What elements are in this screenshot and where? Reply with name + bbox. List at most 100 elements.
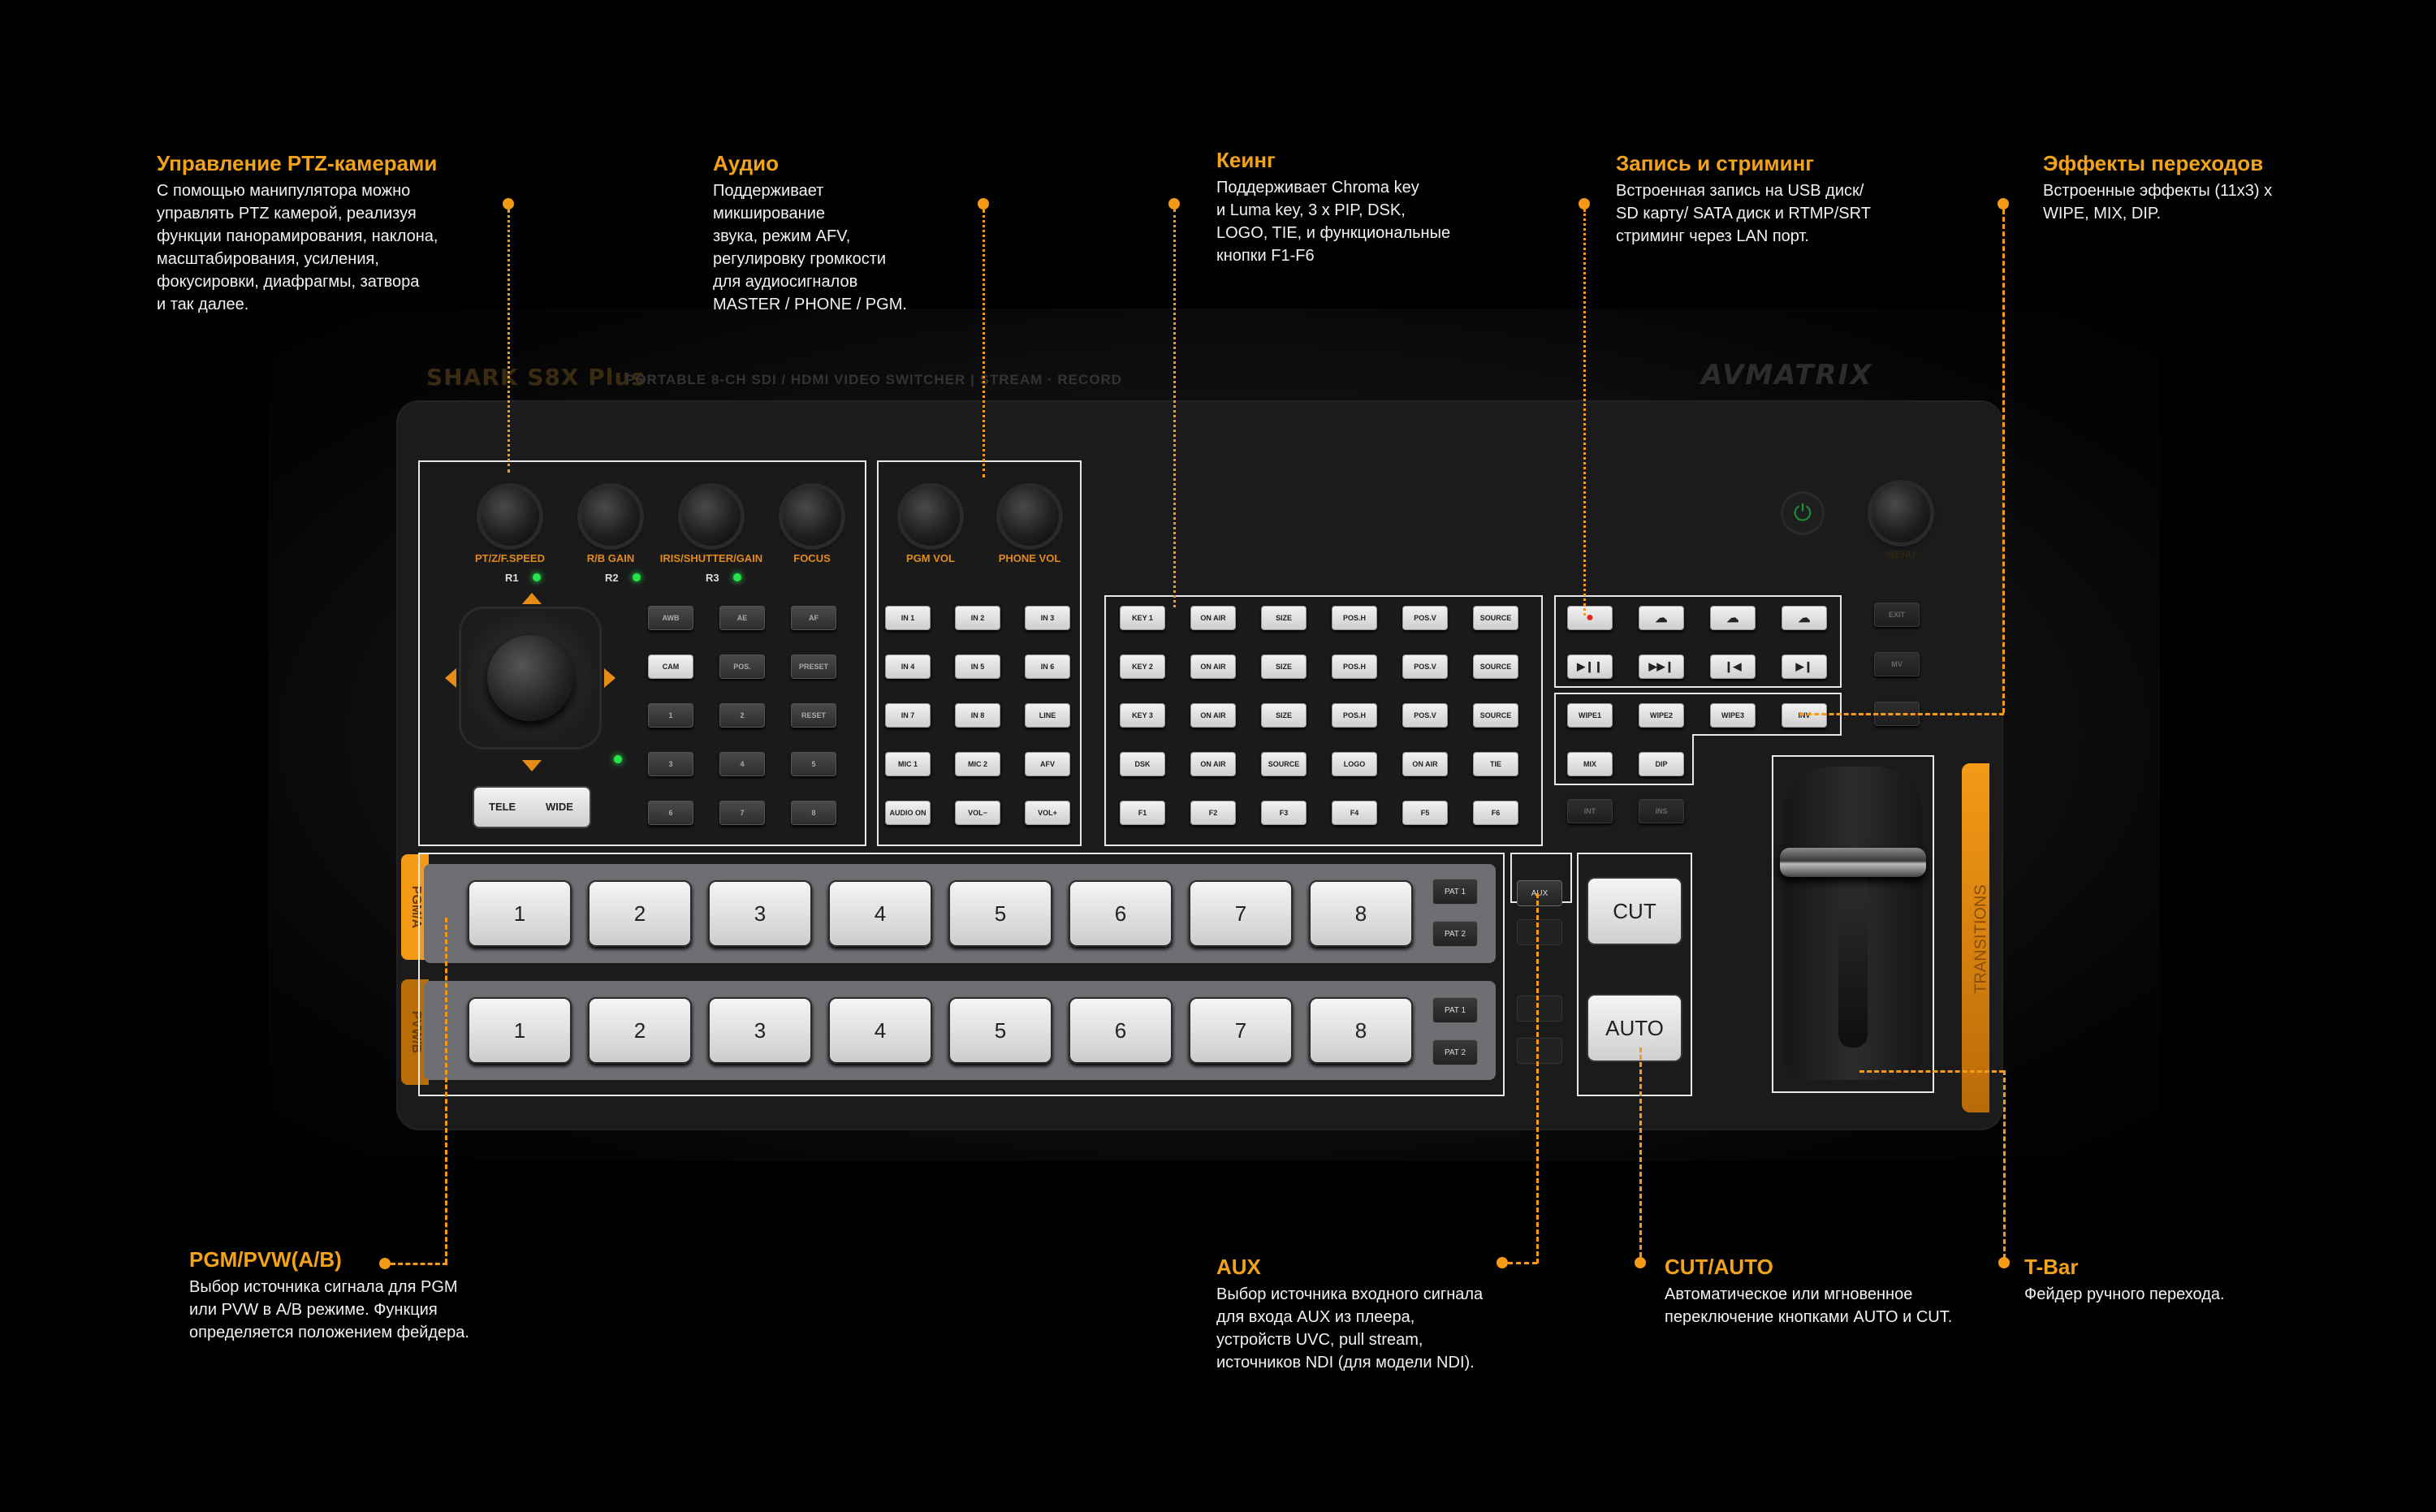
key2-button[interactable]: KEY 2: [1120, 654, 1165, 679]
pgm-input-6-button[interactable]: 6: [1069, 880, 1173, 947]
iris-knob[interactable]: [682, 487, 741, 546]
dsk-button[interactable]: DSK: [1120, 752, 1165, 776]
cloud-upload-icon[interactable]: ☁: [1639, 606, 1684, 630]
focus-knob[interactable]: [783, 487, 841, 546]
key1-source-button[interactable]: SOURCE: [1473, 606, 1518, 630]
ins-button[interactable]: INS: [1639, 799, 1684, 823]
preset-2-button[interactable]: 2: [719, 703, 765, 728]
fast-forward-icon[interactable]: ▶▶❙: [1639, 654, 1684, 679]
audio-line-button[interactable]: LINE: [1025, 703, 1070, 728]
pgm-pat2-button[interactable]: PAT 2: [1432, 921, 1478, 947]
pvw-input-2-button[interactable]: 2: [588, 997, 692, 1064]
tbar-handle[interactable]: [1780, 848, 1926, 877]
preset-3-button[interactable]: 3: [648, 752, 693, 776]
key2-posh-button[interactable]: POS.H: [1332, 654, 1377, 679]
key2-source-button[interactable]: SOURCE: [1473, 654, 1518, 679]
pgm-input-8-button[interactable]: 8: [1309, 880, 1413, 947]
audio-in3-button[interactable]: IN 3: [1025, 606, 1070, 630]
cam-button[interactable]: CAM: [648, 654, 693, 679]
power-icon[interactable]: ⏻: [1783, 494, 1822, 533]
wipe2-button[interactable]: WIPE2: [1639, 703, 1684, 728]
joystick-cap[interactable]: [487, 635, 573, 721]
preset-6-button[interactable]: 6: [648, 801, 693, 825]
menu-knob[interactable]: [1872, 484, 1930, 542]
afv-button[interactable]: AFV: [1025, 752, 1070, 776]
cloud-upload-icon[interactable]: ☁: [1710, 606, 1756, 630]
preset-5-button[interactable]: 5: [791, 752, 836, 776]
logo-button[interactable]: LOGO: [1332, 752, 1377, 776]
pvw-input-4-button[interactable]: 4: [828, 997, 932, 1064]
preset-7-button[interactable]: 7: [719, 801, 765, 825]
key3-size-button[interactable]: SIZE: [1261, 703, 1307, 728]
audio-in8-button[interactable]: IN 8: [955, 703, 1000, 728]
pvw-input-1-button[interactable]: 1: [468, 997, 572, 1064]
pvw-input-6-button[interactable]: 6: [1069, 997, 1173, 1064]
int-button[interactable]: INT: [1567, 799, 1613, 823]
cloud-upload-icon[interactable]: ☁: [1782, 606, 1827, 630]
pgm-input-2-button[interactable]: 2: [588, 880, 692, 947]
mv-button[interactable]: MV: [1874, 652, 1920, 676]
audio-in4-button[interactable]: IN 4: [885, 654, 931, 679]
preset-1-button[interactable]: 1: [648, 703, 693, 728]
wipe3-button[interactable]: WIPE3: [1710, 703, 1756, 728]
key3-onair-button[interactable]: ON AIR: [1190, 703, 1236, 728]
aux-dim-button[interactable]: [1517, 1038, 1562, 1064]
pgm-input-3-button[interactable]: 3: [708, 880, 812, 947]
key2-posv-button[interactable]: POS.V: [1402, 654, 1448, 679]
awb-button[interactable]: AWB: [648, 606, 693, 630]
inv-button[interactable]: INV: [1782, 703, 1827, 728]
key3-posh-button[interactable]: POS.H: [1332, 703, 1377, 728]
pvw-pat1-button[interactable]: PAT 1: [1432, 997, 1478, 1023]
key3-posv-button[interactable]: POS.V: [1402, 703, 1448, 728]
tie-button[interactable]: TIE: [1473, 752, 1518, 776]
vol-down-button[interactable]: VOL−: [955, 801, 1000, 825]
key1-posh-button[interactable]: POS.H: [1332, 606, 1377, 630]
logo-onair-button[interactable]: ON AIR: [1402, 752, 1448, 776]
dsk-source-button[interactable]: SOURCE: [1261, 752, 1307, 776]
play-pause-icon[interactable]: ▶❙❙: [1567, 654, 1613, 679]
key3-button[interactable]: KEY 3: [1120, 703, 1165, 728]
audio-on-button[interactable]: AUDIO ON: [885, 801, 931, 825]
key1-onair-button[interactable]: ON AIR: [1190, 606, 1236, 630]
reset-button[interactable]: RESET: [791, 703, 836, 728]
auto-button[interactable]: AUTO: [1587, 994, 1682, 1062]
dsk-onair-button[interactable]: ON AIR: [1190, 752, 1236, 776]
aux-button[interactable]: AUX: [1517, 880, 1562, 906]
pvw-input-8-button[interactable]: 8: [1309, 997, 1413, 1064]
f6-button[interactable]: F6: [1473, 801, 1518, 825]
preset-4-button[interactable]: 4: [719, 752, 765, 776]
pgm-input-5-button[interactable]: 5: [948, 880, 1052, 947]
key2-onair-button[interactable]: ON AIR: [1190, 654, 1236, 679]
dip-button[interactable]: DIP: [1639, 752, 1684, 776]
ptz-speed-knob[interactable]: [481, 487, 539, 546]
pvw-input-3-button[interactable]: 3: [708, 997, 812, 1064]
audio-in6-button[interactable]: IN 6: [1025, 654, 1070, 679]
pgm-input-4-button[interactable]: 4: [828, 880, 932, 947]
cut-button[interactable]: CUT: [1587, 877, 1682, 945]
pgm-input-7-button[interactable]: 7: [1189, 880, 1293, 947]
f5-button[interactable]: F5: [1402, 801, 1448, 825]
aux-dim-button[interactable]: [1517, 996, 1562, 1022]
mic2-button[interactable]: MIC 2: [955, 752, 1000, 776]
key1-size-button[interactable]: SIZE: [1261, 606, 1307, 630]
audio-in2-button[interactable]: IN 2: [955, 606, 1000, 630]
ae-button[interactable]: AE: [719, 606, 765, 630]
af-button[interactable]: AF: [791, 606, 836, 630]
phone-vol-knob[interactable]: [1000, 487, 1059, 546]
key3-source-button[interactable]: SOURCE: [1473, 703, 1518, 728]
mic1-button[interactable]: MIC 1: [885, 752, 931, 776]
audio-in5-button[interactable]: IN 5: [955, 654, 1000, 679]
mix-button[interactable]: MIX: [1567, 752, 1613, 776]
zoom-rocker[interactable]: [473, 786, 591, 828]
key1-posv-button[interactable]: POS.V: [1402, 606, 1448, 630]
vol-up-button[interactable]: VOL+: [1025, 801, 1070, 825]
key1-button[interactable]: KEY 1: [1120, 606, 1165, 630]
pgm-pat1-button[interactable]: PAT 1: [1432, 879, 1478, 905]
pvw-input-7-button[interactable]: 7: [1189, 997, 1293, 1064]
audio-in7-button[interactable]: IN 7: [885, 703, 931, 728]
wipe1-button[interactable]: WIPE1: [1567, 703, 1613, 728]
f3-button[interactable]: F3: [1261, 801, 1307, 825]
pvw-pat2-button[interactable]: PAT 2: [1432, 1039, 1478, 1065]
audio-in1-button[interactable]: IN 1: [885, 606, 931, 630]
f2-button[interactable]: F2: [1190, 801, 1236, 825]
